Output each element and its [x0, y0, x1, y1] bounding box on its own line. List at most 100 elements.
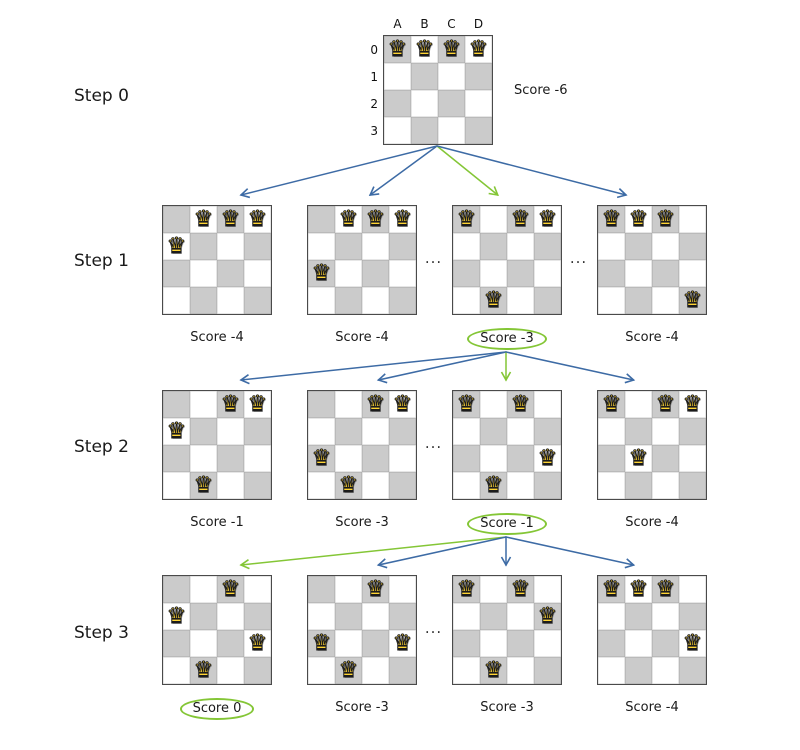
cell-B1 [190, 603, 217, 630]
step3-board3-score: Score -3 [452, 698, 562, 717]
cell-D2: ♛ [534, 445, 561, 472]
row-labels: 0 1 2 3 [360, 36, 378, 144]
cell-C0: ♛ [507, 576, 534, 603]
more-candidates-ellipsis: ... [424, 249, 443, 267]
cell-D1 [389, 418, 416, 445]
cell-B2 [335, 630, 362, 657]
arrow-step2-board3-to-step3-board4 [505, 536, 636, 569]
cell-C3 [217, 287, 244, 314]
cell-B1 [480, 233, 507, 260]
step3-board4-score: Score -4 [597, 698, 707, 717]
cell-A0 [308, 206, 335, 233]
more-candidates-ellipsis: ... [424, 434, 443, 452]
cell-C3 [362, 472, 389, 499]
cell-C0: ♛ [362, 391, 389, 418]
cell-C3 [507, 657, 534, 684]
cell-D2: ♛ [679, 630, 706, 657]
cell-A0 [163, 576, 190, 603]
cell-D3: ♛ [679, 287, 706, 314]
cell-D2: ♛ [244, 630, 271, 657]
score-label: Score -4 [335, 330, 389, 345]
cell-C0: ♛ [217, 391, 244, 418]
cell-C3 [438, 117, 465, 144]
cell-B1 [480, 418, 507, 445]
cell-C1 [217, 418, 244, 445]
cell-D2 [534, 260, 561, 287]
cell-A0: ♛ [453, 391, 480, 418]
cell-B2 [625, 630, 652, 657]
cell-D1 [679, 603, 706, 630]
cell-B3: ♛ [335, 472, 362, 499]
cell-B0 [480, 391, 507, 418]
cell-A3 [453, 657, 480, 684]
step0-board: ♛♛♛♛ [383, 35, 493, 145]
cell-A2: ♛ [308, 630, 335, 657]
cell-C2 [217, 445, 244, 472]
cell-C1 [362, 603, 389, 630]
queen-icon: ♛ [456, 391, 477, 417]
row-label-3: 3 [370, 123, 378, 138]
step2-board1: ♛♛♛♛ [162, 390, 272, 500]
queen-icon: ♛ [311, 630, 332, 656]
row-label-1: 1 [370, 69, 378, 84]
cell-C0: ♛ [507, 391, 534, 418]
cell-B0: ♛ [625, 206, 652, 233]
cell-C0: ♛ [438, 36, 465, 63]
column-label-c: C [447, 17, 456, 31]
cell-D1 [534, 418, 561, 445]
cell-D0 [534, 576, 561, 603]
queen-icon: ♛ [601, 576, 622, 602]
cell-D1 [244, 233, 271, 260]
more-candidates-ellipsis: ... [424, 619, 443, 637]
cell-D0: ♛ [244, 206, 271, 233]
cell-D3 [244, 472, 271, 499]
cell-B1 [625, 603, 652, 630]
cell-C0: ♛ [652, 206, 679, 233]
cell-B0 [335, 391, 362, 418]
step0-board-score: Score -6 [508, 81, 574, 100]
cell-D1 [244, 603, 271, 630]
cell-A1 [308, 603, 335, 630]
queen-icon: ♛ [456, 206, 477, 232]
cell-A0: ♛ [384, 36, 411, 63]
step2-board4-score: Score -4 [597, 513, 707, 532]
cell-D2 [465, 90, 492, 117]
step1-board3: ♛♛♛♛ [452, 205, 562, 315]
cell-D1 [679, 233, 706, 260]
cell-C1 [652, 418, 679, 445]
cell-A1 [308, 418, 335, 445]
score-label: Score -4 [190, 330, 244, 345]
step1-board1: ♛♛♛♛ [162, 205, 272, 315]
cell-D3 [534, 287, 561, 314]
step1-board1-score: Score -4 [162, 328, 272, 347]
cell-A2: ♛ [308, 260, 335, 287]
cell-B2 [480, 630, 507, 657]
cell-D0 [679, 576, 706, 603]
score-label: Score -6 [514, 83, 568, 98]
cell-B0: ♛ [411, 36, 438, 63]
cell-A3 [308, 472, 335, 499]
step3-board3: ♛♛♛♛ [452, 575, 562, 685]
cell-A0: ♛ [598, 576, 625, 603]
queen-icon: ♛ [456, 576, 477, 602]
cell-B1 [411, 63, 438, 90]
step1-board2-score: Score -4 [307, 328, 417, 347]
cell-C2 [362, 630, 389, 657]
cell-B1 [335, 233, 362, 260]
step2-board2-score: Score -3 [307, 513, 417, 532]
cell-A1 [598, 233, 625, 260]
queen-icon: ♛ [601, 391, 622, 417]
arrow-step2-board3-to-step3-board1-selected [239, 536, 507, 570]
cell-A3 [163, 657, 190, 684]
cell-A2 [598, 630, 625, 657]
cell-C3 [652, 657, 679, 684]
step-1-label: Step 1 [74, 251, 129, 271]
cell-B3 [190, 287, 217, 314]
cell-B2 [480, 260, 507, 287]
score-label: Score -4 [625, 515, 679, 530]
arrow-step1-board3-to-step2-board2 [376, 351, 507, 384]
cell-C3 [362, 657, 389, 684]
queen-icon: ♛ [655, 391, 676, 417]
cell-A3 [163, 287, 190, 314]
cell-B3 [625, 657, 652, 684]
